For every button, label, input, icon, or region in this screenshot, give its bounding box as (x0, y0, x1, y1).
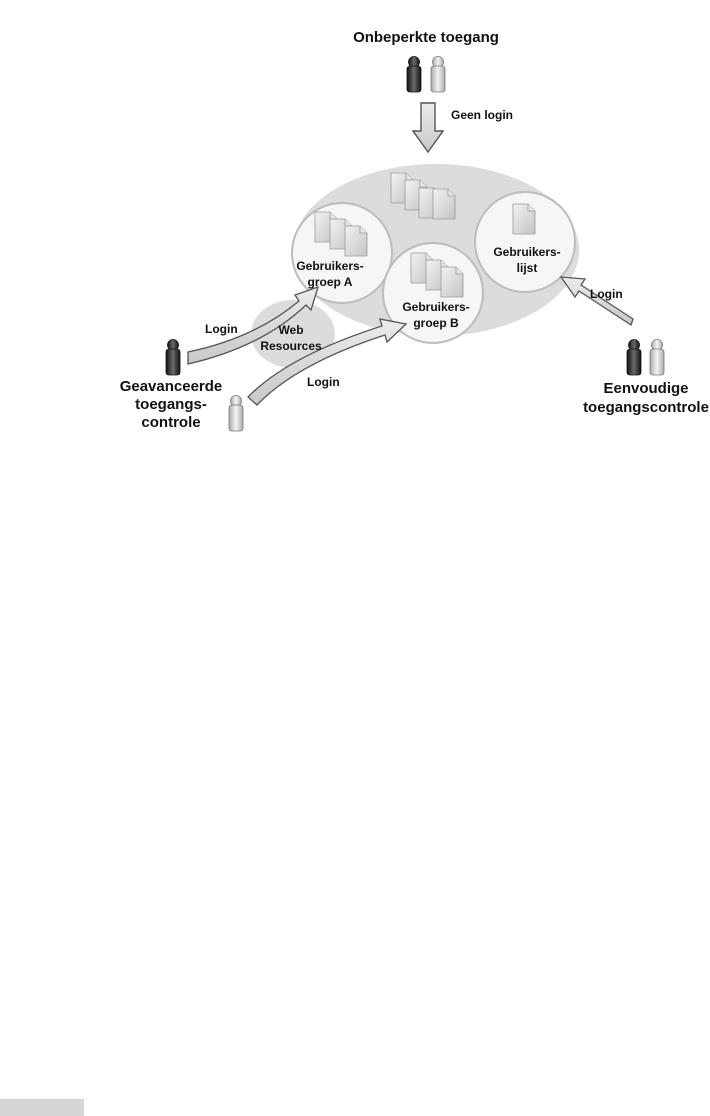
login-label-left-bottom: Login (307, 375, 340, 389)
group-a-label-line1: Gebruikers- (296, 259, 363, 273)
no-login-arrow (413, 103, 443, 152)
group-a-label-line2: groep A (308, 275, 353, 289)
advanced-label-line2: toegangs- (135, 396, 207, 413)
advanced-user-dark-icon (166, 340, 180, 376)
access-control-diagram: Onbeperkte toegang Geen login Gebruikers… (0, 0, 710, 440)
group-b-label-line1: Gebruikers- (402, 300, 469, 314)
simple-label-line2: toegangscontrole (583, 399, 709, 416)
user-list-label-line1: Gebruikers- (493, 245, 560, 259)
advanced-label-line3: controle (141, 414, 200, 431)
advanced-label-line1: Geavanceerde (120, 378, 223, 395)
user-list-document-icon (513, 204, 535, 234)
user-list-label-line2: lijst (517, 261, 538, 275)
simple-users-icon (627, 340, 664, 376)
diagram-title: Onbeperkte toegang (353, 29, 499, 46)
unrestricted-users-icon (407, 57, 445, 93)
login-arrow-to-user-list (561, 277, 633, 325)
page-footer-tab (0, 1099, 84, 1116)
group-b-label-line2: groep B (413, 316, 459, 330)
no-login-label: Geen login (451, 108, 513, 122)
login-label-right: Login (590, 287, 623, 301)
web-resources-label-line2: Resources (260, 339, 322, 353)
web-resources-label-line1: Web (278, 323, 303, 337)
advanced-user-light-icon (229, 396, 243, 432)
login-label-left-top: Login (205, 322, 238, 336)
simple-label-line1: Eenvoudige (603, 380, 688, 397)
